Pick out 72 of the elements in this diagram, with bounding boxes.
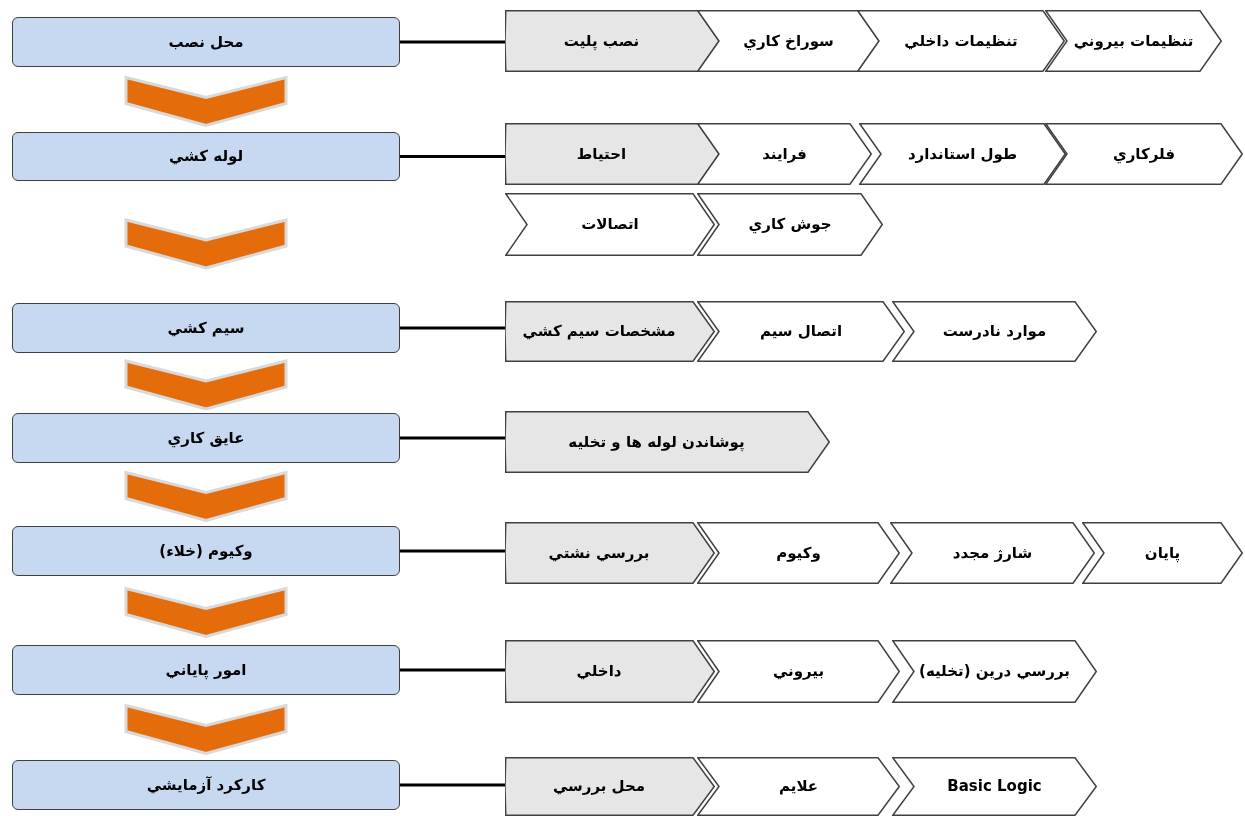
step-label: داخلي [576, 662, 622, 681]
step-label: جوش كاري [748, 215, 832, 234]
stage-box [12, 413, 400, 463]
step-label: لوله كشي [168, 147, 244, 166]
connector-line [400, 668, 505, 672]
step-label: سيم كشي [167, 318, 245, 338]
stage-box [12, 17, 400, 67]
chevron-step [505, 411, 830, 473]
step-label: طول استاندارد [907, 144, 1018, 164]
chevron-arrow [124, 75, 288, 128]
step-label: محل بررسي [552, 777, 646, 796]
step-label: فلركاري [1113, 144, 1175, 164]
step-label: وكيوم (خلاء) [159, 541, 253, 561]
connector-line [400, 549, 505, 553]
chevron-step [859, 123, 1066, 185]
chevron-arrow [124, 586, 288, 639]
chevron-arrow [124, 218, 288, 270]
step-label: بيروني [772, 662, 825, 681]
chevron-step [505, 301, 715, 362]
chevron-step [505, 757, 715, 816]
step-label: بررسي درين (تخليه) [919, 662, 1070, 681]
step-label: تنظيمات بيروني [1073, 31, 1194, 51]
stage-box [12, 645, 400, 695]
chevron-step [697, 123, 872, 185]
connector-line [400, 783, 505, 787]
step-label: تنظيمات داخلي [904, 31, 1018, 51]
step-label: فرايند [762, 144, 807, 164]
chevron-step [697, 193, 883, 256]
chevron-step [892, 757, 1097, 816]
chevron-step [892, 301, 1097, 362]
chevron-step [505, 193, 715, 256]
step-label: اتصال سيم [759, 322, 843, 341]
chevron-step [697, 640, 900, 703]
step-label: نصب پليت [563, 31, 640, 51]
step-label: مشخصات سيم كشي [522, 322, 676, 341]
step-label: شارژ مجدد [952, 543, 1033, 563]
connector-line [400, 155, 505, 158]
step-label: امور پاياني [165, 660, 247, 680]
step-label: علايم [779, 777, 818, 796]
chevron-arrow [124, 470, 288, 523]
chevron-step [697, 522, 900, 584]
chevron-step [697, 757, 900, 816]
step-label: موارد نادرست [942, 322, 1047, 341]
chevron-arrow [124, 703, 288, 756]
chevron-step [697, 301, 905, 362]
chevron-step [505, 10, 720, 72]
chevron-step [1045, 123, 1243, 185]
step-label: اتصالات [581, 215, 639, 234]
chevron-step [505, 640, 715, 703]
step-label: احتياط [576, 144, 627, 164]
step-label: كاركرد آزمايشي [146, 775, 266, 795]
step-label: Basic Logic [947, 777, 1042, 796]
chevron-step [505, 522, 715, 584]
step-label: پوشاندن لوله ها و تخليه [568, 432, 745, 452]
connector-line [400, 436, 505, 440]
stage-box [12, 760, 400, 810]
chevron-step [892, 640, 1097, 703]
connector-line [400, 40, 505, 44]
chevron-step [1045, 10, 1222, 72]
chevron-step [505, 123, 720, 185]
stage-box [12, 303, 400, 353]
step-label: پايان [1144, 543, 1181, 563]
chevron-step [890, 522, 1095, 584]
stage-box [12, 132, 400, 181]
stage-box [12, 526, 400, 576]
step-label: محل نصب [168, 32, 244, 52]
step-label: وكيوم [776, 543, 821, 563]
chevron-step [1082, 522, 1243, 584]
connector-line [400, 326, 505, 330]
step-label: عايق كاري [167, 428, 245, 448]
chevron-arrow [124, 359, 288, 411]
step-label: بررسي نشتي [548, 543, 650, 563]
